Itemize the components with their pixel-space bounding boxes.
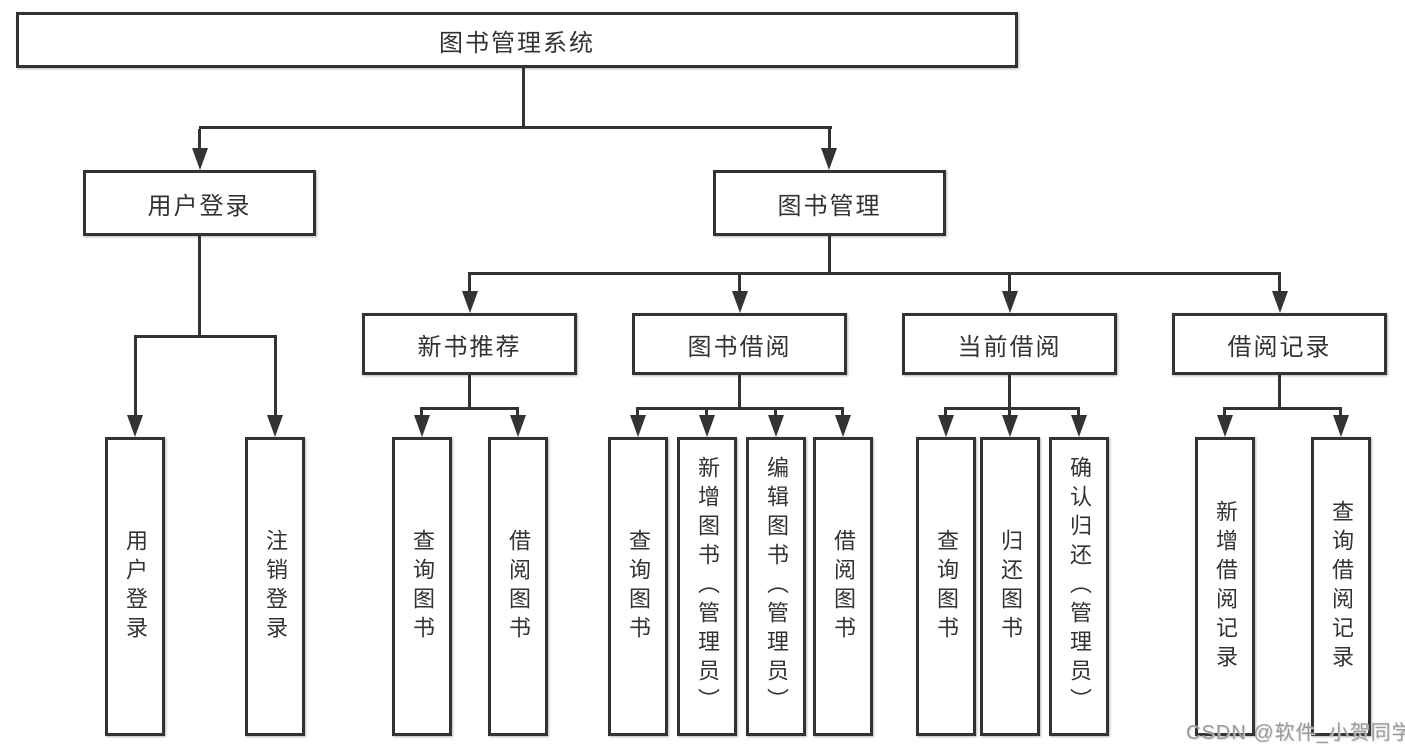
arrow-down-icon: [127, 415, 143, 437]
connector-stub: [198, 129, 201, 151]
connector-current-borrow-drop: [1008, 375, 1011, 410]
leaf-bb-borrow-books: 借阅图书: [813, 437, 873, 736]
connector-new-book-rail: [420, 407, 519, 410]
leaf-label: 查询借阅记录: [1329, 499, 1354, 674]
connector-stub: [468, 275, 471, 293]
connector-book-mgmt-drop: [828, 236, 831, 275]
connector-current-borrow-rail: [944, 407, 1080, 410]
leaf-label: 借阅图书: [831, 528, 856, 645]
arrow-down-icon: [1002, 415, 1018, 437]
node-label: 图书管理系统: [439, 29, 595, 57]
connector-stub: [274, 338, 277, 417]
arrow-down-icon: [1333, 415, 1349, 437]
node-new-book-recommend: 新书推荐: [362, 313, 577, 375]
arrow-down-icon: [510, 415, 526, 437]
connector-stub: [1077, 407, 1080, 417]
leaf-cb-confirm-return-admin: 确认归还（管理员）: [1049, 437, 1109, 736]
leaf-label: 查询图书: [410, 528, 435, 645]
arrow-down-icon: [821, 148, 837, 170]
leaf-user-login: 用户登录: [105, 437, 165, 736]
leaf-bb-edit-books-admin: 编辑图书（管理员）: [746, 437, 806, 736]
connector-stub: [1008, 275, 1011, 293]
connector-stub: [516, 407, 519, 417]
connector-stub: [636, 407, 639, 417]
leaf-label: 查询图书: [934, 528, 959, 645]
arrow-down-icon: [699, 415, 715, 437]
leaf-label: 新增图书（管理员）: [695, 456, 720, 717]
node-book-borrow: 图书借阅: [632, 313, 847, 375]
connector-stub: [1339, 407, 1342, 417]
arrow-down-icon: [1002, 291, 1018, 313]
arrow-down-icon: [1071, 415, 1087, 437]
leaf-bb-query-books: 查询图书: [608, 437, 668, 736]
connector-level2-rail: [199, 126, 832, 129]
arrow-down-icon: [732, 291, 748, 313]
connector-stub: [774, 407, 777, 417]
arrow-down-icon: [267, 415, 283, 437]
leaf-nb-borrow-books: 借阅图书: [488, 437, 548, 736]
node-label: 用户登录: [147, 192, 252, 220]
connector-borrow-record-rail: [1223, 407, 1342, 410]
leaf-label: 注销登录: [263, 528, 288, 645]
node-label: 图书管理: [777, 192, 882, 220]
connector-stub: [944, 407, 947, 417]
node-book-management: 图书管理: [713, 170, 946, 236]
node-user-login: 用户登录: [83, 170, 316, 236]
leaf-logout: 注销登录: [245, 437, 305, 736]
node-borrow-record: 借阅记录: [1172, 313, 1387, 375]
arrow-down-icon: [462, 291, 478, 313]
connector-book-borrow-drop: [738, 375, 741, 410]
leaf-nb-query-books: 查询图书: [392, 437, 452, 736]
connector-borrow-record-drop: [1278, 375, 1281, 410]
connector-user-login-drop: [198, 236, 201, 338]
leaf-label: 确认归还（管理员）: [1067, 456, 1092, 717]
arrow-down-icon: [768, 415, 784, 437]
connector-stub: [738, 275, 741, 293]
connector-stub: [1223, 407, 1226, 417]
connector-stub: [828, 129, 831, 151]
leaf-label: 编辑图书（管理员）: [764, 456, 789, 717]
node-label: 当前借阅: [957, 333, 1062, 361]
connector-user-login-rail: [134, 335, 277, 338]
node-current-borrow: 当前借阅: [902, 313, 1117, 375]
arrow-down-icon: [630, 415, 646, 437]
leaf-label: 新增借阅记录: [1213, 499, 1238, 674]
leaf-br-add-record: 新增借阅记录: [1195, 437, 1255, 736]
leaf-bb-add-books-admin: 新增图书（管理员）: [677, 437, 737, 736]
leaf-label: 归还图书: [998, 528, 1023, 645]
connector-new-book-drop: [468, 375, 471, 410]
leaf-label: 用户登录: [123, 528, 148, 645]
leaf-label: 借阅图书: [506, 528, 531, 645]
node-library-system-root: 图书管理系统: [16, 12, 1018, 68]
connector-stub: [841, 407, 844, 417]
connector-stub: [134, 338, 137, 417]
node-label: 新书推荐: [417, 333, 522, 361]
connector-book-borrow-rail: [636, 407, 844, 410]
connector-stub: [1008, 407, 1011, 417]
leaf-cb-return-books: 归还图书: [980, 437, 1040, 736]
arrow-down-icon: [938, 415, 954, 437]
node-label: 图书借阅: [687, 333, 792, 361]
node-label: 借阅记录: [1227, 333, 1332, 361]
arrow-down-icon: [192, 148, 208, 170]
leaf-br-query-record: 查询借阅记录: [1311, 437, 1371, 736]
arrow-down-icon: [414, 415, 430, 437]
connector-level3-rail: [468, 272, 1281, 275]
connector-stub: [1278, 275, 1281, 293]
leaf-label: 查询图书: [626, 528, 651, 645]
arrow-down-icon: [1272, 291, 1288, 313]
csdn-watermark: CSDN @软件_小贺同学: [1186, 722, 1405, 744]
connector-root-drop: [522, 68, 525, 129]
arrow-down-icon: [835, 415, 851, 437]
arrow-down-icon: [1217, 415, 1233, 437]
leaf-cb-query-books: 查询图书: [916, 437, 976, 736]
connector-stub: [705, 407, 708, 417]
connector-stub: [420, 407, 423, 417]
